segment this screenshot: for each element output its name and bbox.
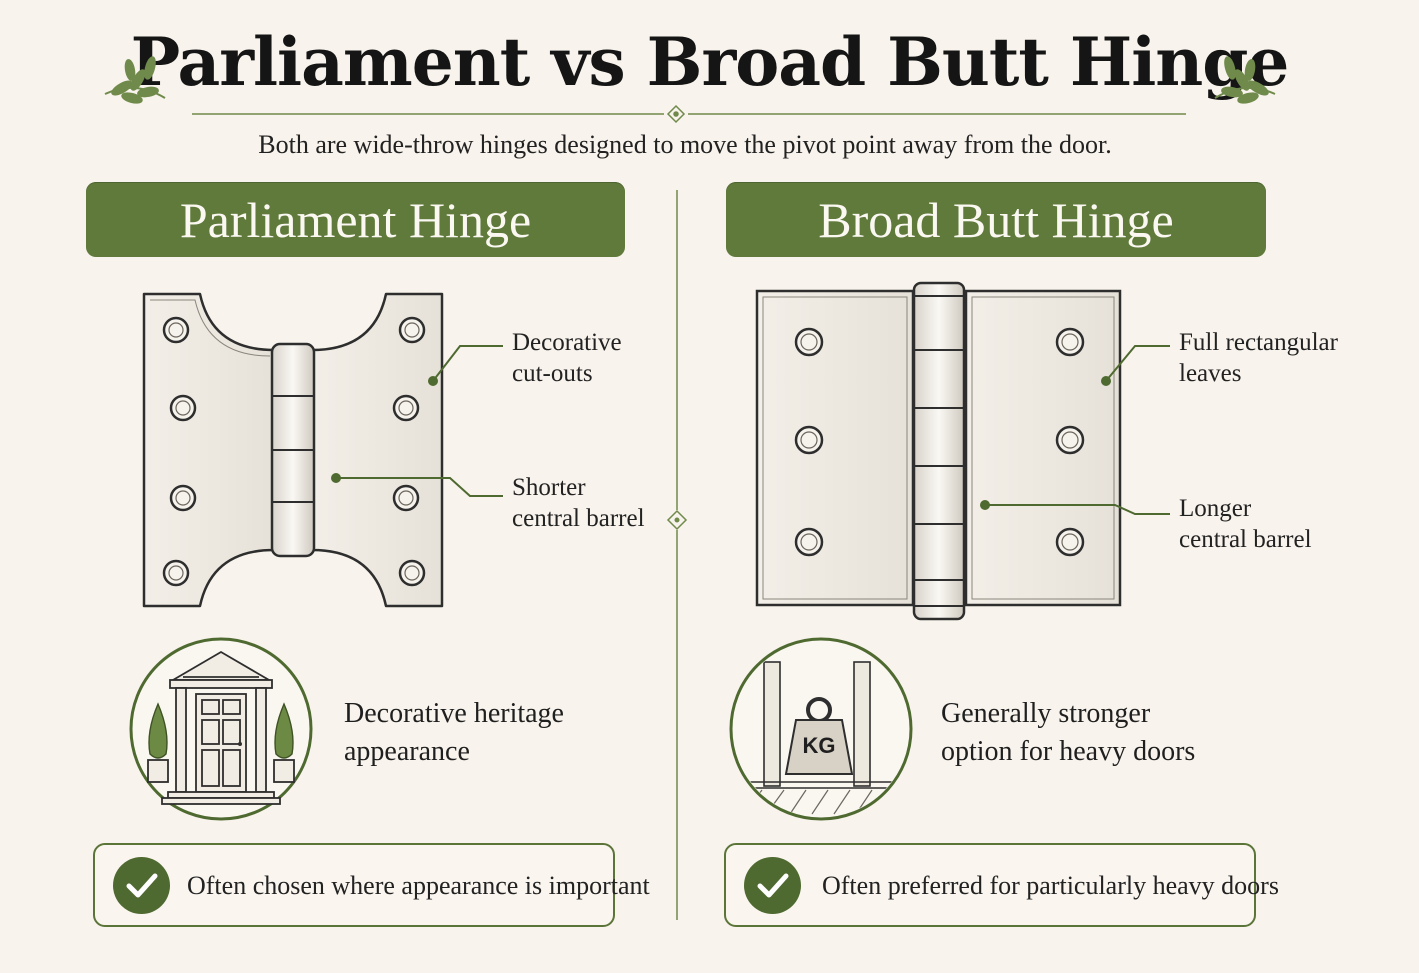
feature-heritage: Decorative heritage appearance [344, 695, 564, 771]
callout-line: Decorative [512, 329, 622, 356]
parliament-hinge-icon [142, 292, 444, 608]
right-callout-leaders [980, 345, 1170, 515]
broad-butt-hinge-icon [755, 281, 1122, 621]
feature-line: option for heavy doors [941, 736, 1196, 767]
feature-line: appearance [344, 736, 470, 767]
subtitle: Both are wide-throw hinges designed to m… [258, 130, 1112, 159]
left-note-text: Often chosen where appearance is importa… [187, 871, 650, 900]
callout-line: Full rectangular [1179, 329, 1338, 356]
laurel-right-icon [1214, 56, 1276, 104]
check-icon [113, 857, 170, 914]
right-note-box: Often preferred for particularly heavy d… [724, 843, 1279, 927]
callout-longer-barrel: Longer central barrel [1179, 493, 1312, 555]
callout-line: cut-outs [512, 360, 593, 387]
column-divider [666, 190, 688, 920]
callout-line: leaves [1179, 360, 1242, 387]
title-divider [192, 104, 1186, 124]
feature-stronger: Generally stronger option for heavy door… [941, 695, 1195, 771]
callout-line: Shorter [512, 474, 586, 501]
callout-line: central barrel [1179, 526, 1312, 553]
heritage-door-icon [129, 637, 313, 821]
callout-line: central barrel [512, 505, 645, 532]
right-note-text: Often preferred for particularly heavy d… [822, 871, 1279, 900]
callout-shorter-barrel: Shorter central barrel [512, 472, 645, 534]
broad-butt-heading: Broad Butt Hinge [726, 182, 1266, 257]
weight-label: KG [802, 733, 836, 758]
laurel-left-icon [104, 56, 166, 104]
callout-line: Longer [1179, 495, 1252, 522]
callout-rectangular-leaves: Full rectangular leaves [1179, 327, 1338, 389]
check-icon [744, 857, 801, 914]
feature-line: Decorative heritage [344, 698, 564, 729]
callout-decorative-cutouts: Decorative cut-outs [512, 327, 622, 389]
title-ornaments [104, 56, 1276, 124]
feature-line: Generally stronger [941, 698, 1151, 729]
heavy-weight-icon: KG [728, 632, 914, 828]
page-title: Parliament vs Broad Butt Hinge [130, 23, 1290, 101]
parliament-heading: Parliament Hinge [86, 182, 625, 257]
left-note-box: Often chosen where appearance is importa… [93, 843, 650, 927]
left-callout-leaders [331, 345, 503, 497]
